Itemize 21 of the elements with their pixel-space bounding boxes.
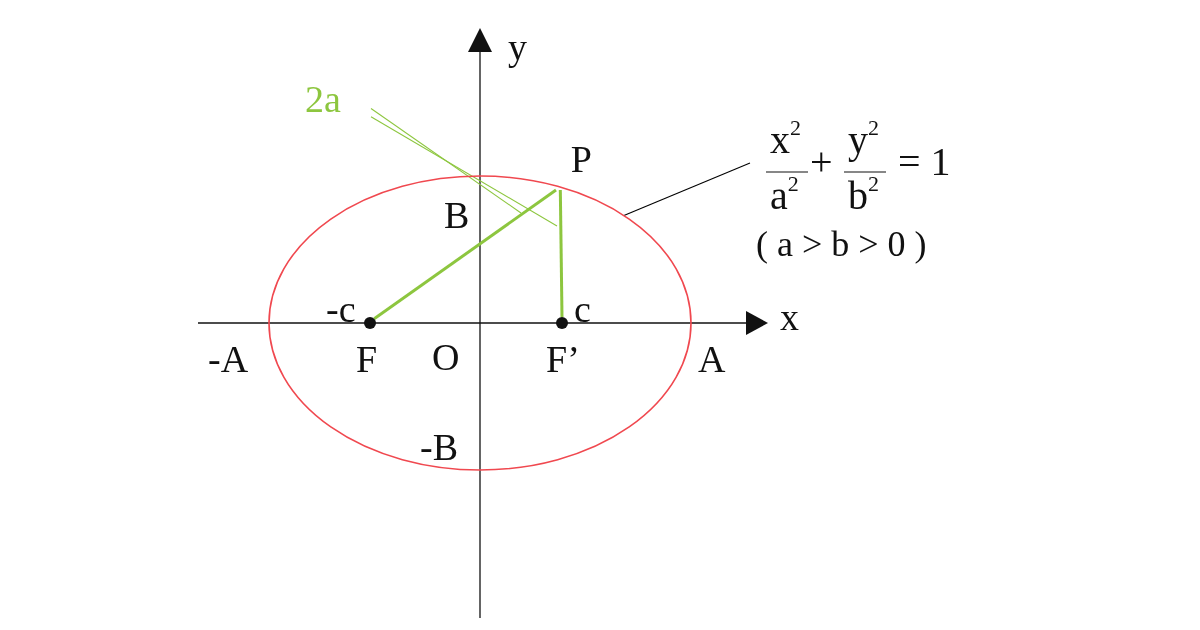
point-label: -A: [208, 340, 249, 378]
leader-line: [370, 107, 522, 214]
point-label: P: [556, 140, 592, 190]
axis-label: x: [780, 298, 799, 336]
point-label: F’: [546, 340, 580, 378]
point-label: F: [356, 340, 378, 378]
point-label: -c: [326, 290, 356, 328]
point-label: A: [698, 340, 726, 378]
line-segment: [558, 189, 564, 318]
focus-point: [556, 317, 568, 329]
leader-line: [370, 116, 558, 227]
axis-label: y: [508, 28, 527, 66]
ellipse-curve: [268, 175, 692, 471]
point-label: -B: [420, 428, 458, 466]
focus-point: [364, 317, 376, 329]
point-label: B: [444, 196, 470, 234]
dimension-label: 2a: [305, 80, 371, 126]
origin-label: O: [432, 338, 460, 376]
point-label: c: [574, 290, 591, 328]
line-segment: [373, 188, 557, 321]
leader-line: [623, 162, 751, 217]
